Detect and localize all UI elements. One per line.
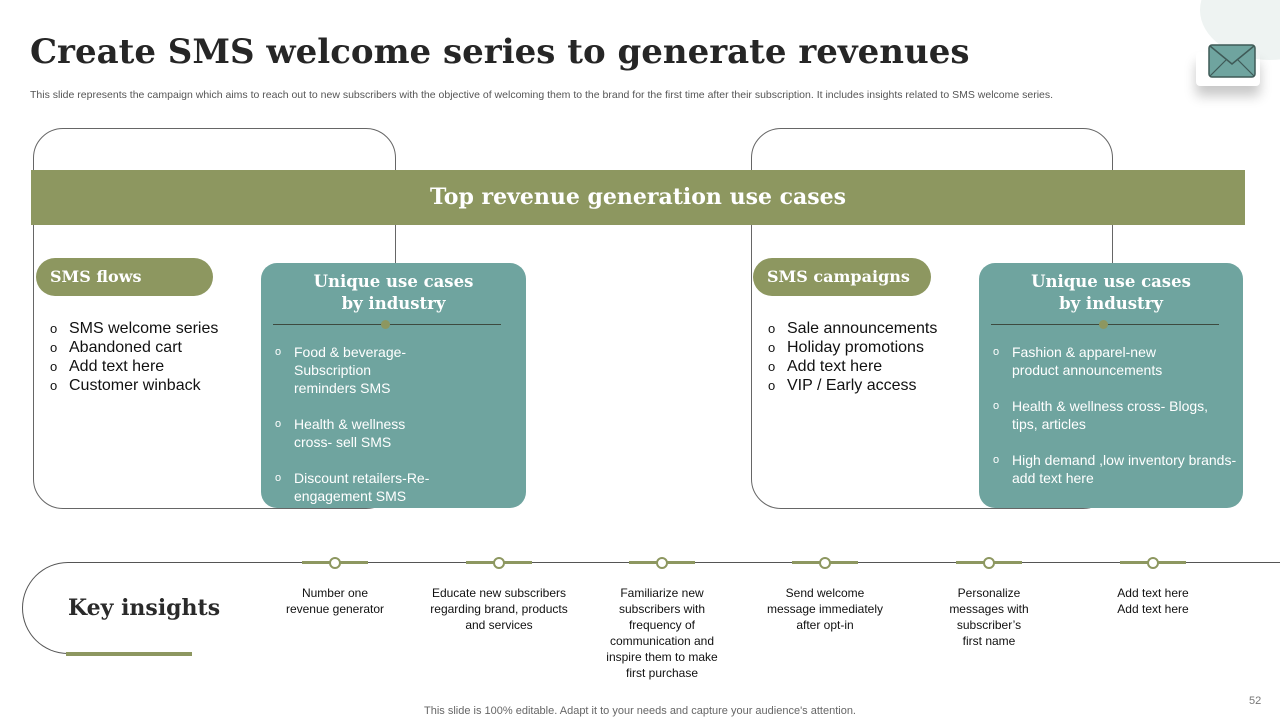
list-item: VIP / Early access	[768, 376, 937, 395]
page-number: 52	[1249, 695, 1262, 707]
divider-dot	[381, 320, 390, 329]
sms-flows-list: SMS welcome series Abandoned cart Add te…	[50, 319, 218, 395]
sms-flows-pill: SMS flows	[36, 258, 213, 296]
timeline-marker	[792, 557, 858, 569]
list-item: Food & beverage- Subscription reminders …	[275, 343, 429, 397]
sms-campaigns-pill: SMS campaigns	[753, 258, 931, 296]
section-band: Top revenue generation use cases	[31, 170, 1245, 225]
list-item: Health & wellness cross- sell SMS	[275, 415, 429, 451]
footer-note: This slide is 100% editable. Adapt it to…	[424, 705, 856, 717]
card-heading: Unique use cases by industry	[313, 272, 474, 313]
timeline-marker	[629, 557, 695, 569]
divider-dot	[1099, 320, 1108, 329]
industry-use-cases-card-left: Unique use cases by industry Food & beve…	[261, 263, 526, 508]
insight-item: Personalize messages with subscriber’s f…	[949, 586, 1029, 648]
key-insights-underline	[66, 652, 192, 656]
timeline-marker	[1120, 557, 1186, 569]
sms-campaigns-list: Sale announcements Holiday promotions Ad…	[768, 319, 937, 395]
list-item: Health & wellness cross- Blogs, tips, ar…	[993, 397, 1236, 433]
list-item: Discount retailers-Re- engagement SMS	[275, 469, 429, 505]
list-item: Add text here	[50, 357, 218, 376]
insight-item: Number one revenue generator	[285, 586, 385, 616]
timeline-marker	[956, 557, 1022, 569]
envelope-icon	[1208, 44, 1256, 78]
card-list: Food & beverage- Subscription reminders …	[275, 343, 429, 523]
timeline-marker	[302, 557, 368, 569]
card-heading: Unique use cases by industry	[1031, 272, 1191, 313]
list-item: High demand ,low inventory brands- add t…	[993, 451, 1236, 487]
key-insights-title: Key insights	[68, 595, 221, 621]
insight-item: Educate new subscribers regarding brand,…	[430, 586, 568, 632]
list-item: Add text here	[768, 357, 937, 376]
list-item: Customer winback	[50, 376, 218, 395]
insight-item: Add text here Add text here	[1117, 586, 1189, 616]
insight-item: Familiarize new subscribers with frequen…	[606, 586, 718, 680]
list-item: Abandoned cart	[50, 338, 218, 357]
timeline-marker	[466, 557, 532, 569]
insight-item: Send welcome message immediately after o…	[766, 586, 884, 632]
list-item: Fashion & apparel-new product announceme…	[993, 343, 1236, 379]
page-subtitle: This slide represents the campaign which…	[30, 89, 1054, 101]
list-item: SMS welcome series	[50, 319, 218, 338]
industry-use-cases-card-right: Unique use cases by industry Fashion & a…	[979, 263, 1243, 508]
list-item: Sale announcements	[768, 319, 937, 338]
page-title: Create SMS welcome series to generate re…	[30, 32, 970, 72]
card-list: Fashion & apparel-new product announceme…	[993, 343, 1236, 505]
list-item: Holiday promotions	[768, 338, 937, 357]
